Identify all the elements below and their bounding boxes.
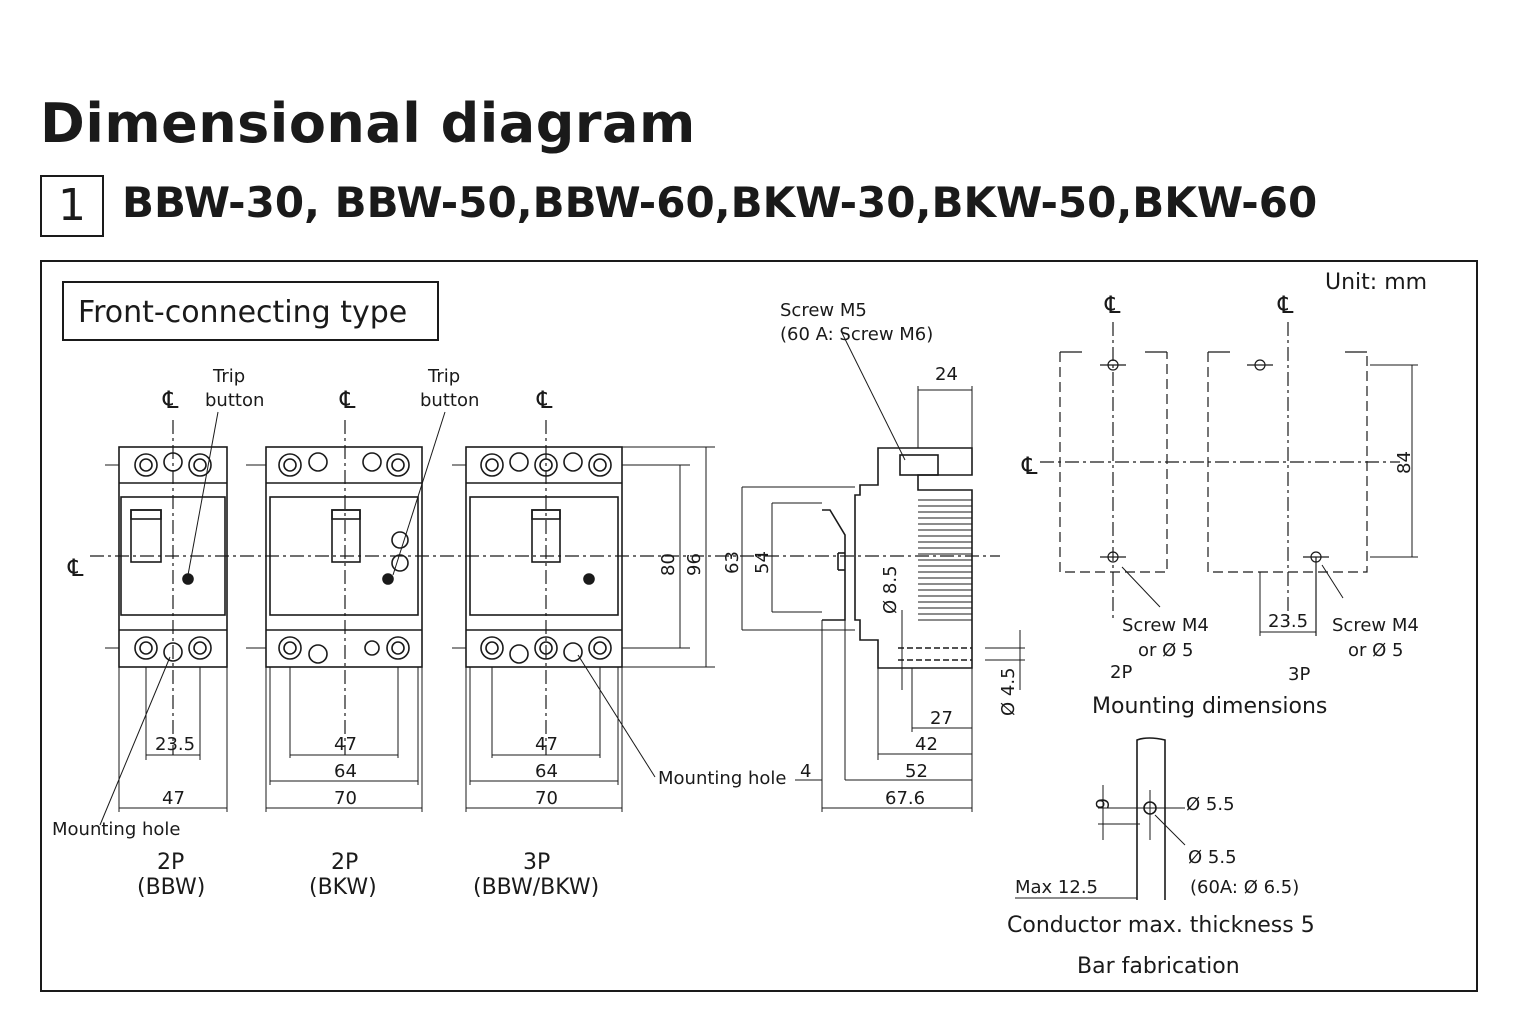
or-d5-label: or Ø 5 (1348, 640, 1403, 661)
centerline-symbol: ℄ (339, 386, 356, 414)
trip-button-label: Trip (427, 366, 460, 387)
unit-label: Unit: mm (1325, 270, 1427, 295)
hole-d6-5-note: (60A: Ø 6.5) (1190, 877, 1299, 898)
mount-2p (1059, 322, 1168, 620)
screw-m5-note: (60 A: Screw M6) (780, 324, 933, 345)
type-label: Front-connecting type (78, 295, 407, 330)
dim-64: 64 (535, 761, 558, 782)
screw-m5-label: Screw M5 (780, 300, 867, 321)
dim-67-6: 67.6 (885, 788, 925, 809)
mount-3p (1207, 322, 1418, 636)
centerline-symbol: ℄ (162, 386, 179, 414)
bar-fabrication (1015, 737, 1186, 900)
variant-poles: 3P (523, 850, 550, 875)
dim-4-5: Ø 4.5 (998, 667, 1019, 716)
dim-42: 42 (915, 734, 938, 755)
variant-poles: 2P (331, 850, 358, 875)
max-12-5-label: Max 12.5 (1015, 877, 1098, 898)
breaker-2p-bkw (265, 446, 423, 668)
hole-d5-5-label: Ø 5.5 (1188, 847, 1237, 868)
dim-27: 27 (930, 708, 953, 729)
bar-fabrication-label: Bar fabrication (1077, 954, 1240, 979)
section-number: 1 (40, 175, 104, 237)
dim-8-5: Ø 8.5 (880, 565, 901, 614)
dim-24: 24 (935, 364, 958, 385)
mount-variant-2p: 2P (1110, 662, 1132, 683)
centerline-symbol: ℄ (67, 554, 84, 582)
variant-series: (BKW) (309, 875, 377, 900)
diagram-frame (40, 260, 1478, 992)
variant-series: (BBW) (137, 875, 205, 900)
centerline-symbol: ℄ (1021, 452, 1038, 480)
conductor-label: Conductor max. thickness 5 (1007, 913, 1315, 938)
breaker-3p (465, 446, 623, 668)
dim-47: 47 (334, 734, 357, 755)
dim-47: 47 (162, 788, 185, 809)
hole-d5-5-label: Ø 5.5 (1186, 794, 1235, 815)
screw-m4-label: Screw M4 (1332, 615, 1419, 636)
dim-23-5: 23.5 (155, 734, 195, 755)
dim-4: 4 (800, 761, 811, 782)
dim-54: 54 (752, 551, 773, 574)
dim-96: 96 (684, 553, 705, 576)
variant-poles: 2P (157, 850, 184, 875)
dim-70: 70 (535, 788, 558, 809)
dim-80: 80 (658, 553, 679, 576)
mounting-hole-label: Mounting hole (658, 768, 786, 789)
dim-52: 52 (905, 761, 928, 782)
trip-button-label: button (205, 390, 264, 411)
side-view (822, 447, 973, 669)
mount-variant-3p: 3P (1288, 664, 1310, 685)
page-title: Dimensional diagram (40, 92, 696, 155)
mounting-hole-label: Mounting hole (52, 819, 180, 840)
model-list: BBW-30, BBW-50,BBW-60,BKW-30,BKW-50,BKW-… (122, 178, 1318, 227)
or-d5-label: or Ø 5 (1138, 640, 1193, 661)
dim-70: 70 (334, 788, 357, 809)
centerline-symbol: ℄ (536, 386, 553, 414)
trip-button-label: button (420, 390, 479, 411)
centerline-symbol: ℄ (1277, 291, 1294, 319)
dim-23-5: 23.5 (1268, 611, 1308, 632)
centerline-symbol: ℄ (1104, 291, 1121, 319)
dim-63: 63 (722, 551, 743, 574)
dim-6: 6 (1091, 798, 1112, 809)
dim-84: 84 (1394, 451, 1415, 474)
trip-button-label: Trip (212, 366, 245, 387)
mounting-dimensions-label: Mounting dimensions (1092, 694, 1327, 719)
variant-series: (BBW/BKW) (473, 875, 599, 900)
type-label-box (62, 281, 439, 341)
screw-m4-label: Screw M4 (1122, 615, 1209, 636)
dim-64: 64 (334, 761, 357, 782)
dim-47: 47 (535, 734, 558, 755)
